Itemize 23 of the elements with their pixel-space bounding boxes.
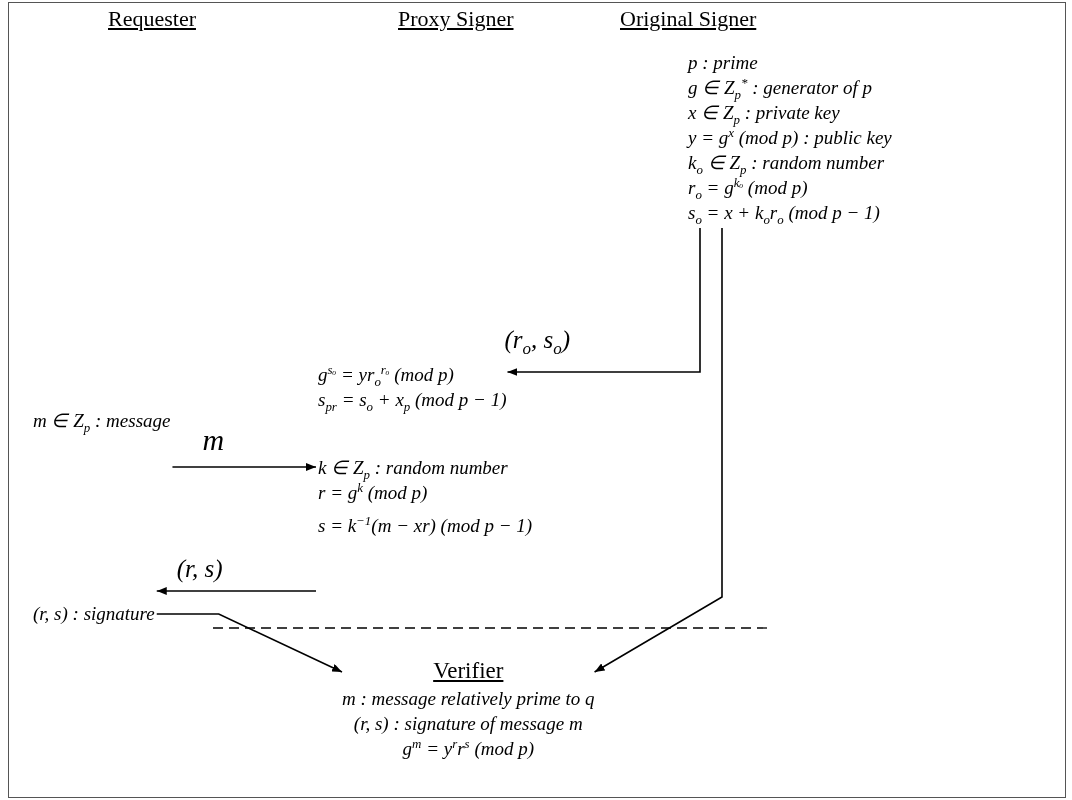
column-heading: Requester: [108, 6, 196, 32]
formula-text: m : message relatively prime to q: [342, 687, 595, 711]
arrow: [506, 227, 701, 376]
formula-text: k ∈ Z$_{p}$ : random number: [318, 456, 508, 480]
arrow: [155, 613, 343, 673]
formula-text: s = k$^{−1}$(m − xr) (mod p − 1): [318, 513, 533, 538]
arrow: [593, 227, 723, 673]
heading: Verifier: [433, 657, 504, 685]
formula-text: s$_{pr}$ = s$_{o}$ + x$_{p}$ (mod p − 1): [318, 388, 507, 412]
formula-text: k$_{o}$ ∈ Z$_{p}$ : random number: [688, 151, 885, 175]
formula-text: (r, s) : signature: [33, 602, 155, 626]
column-heading: Proxy Signer: [398, 6, 514, 32]
column-heading: Original Signer: [620, 6, 757, 32]
formula-text: g$^{sₒ}$ = yr$_{o}$$^{rₒ}$ (mod p): [318, 362, 454, 387]
formula-text: g$^{m}$ = y$^{r}$r$^{s}$ (mod p): [402, 736, 534, 761]
arrow: [155, 587, 317, 595]
formula-text: (r, s) : signature of message m: [353, 712, 583, 736]
formula-text: s$_{o}$ = x + k$_{o}$r$_{o}$ (mod p − 1): [688, 201, 880, 225]
formula-text: x ∈ Z$_{p}$ : private key: [688, 102, 840, 125]
formula-text: g ∈ Z$_{p}$$^{*}$ : generator of p: [688, 75, 873, 100]
arrow: [171, 463, 317, 471]
formula-text: p : prime: [688, 51, 758, 75]
formula-text: m ∈ Z$_{p}$ : message: [33, 409, 171, 433]
